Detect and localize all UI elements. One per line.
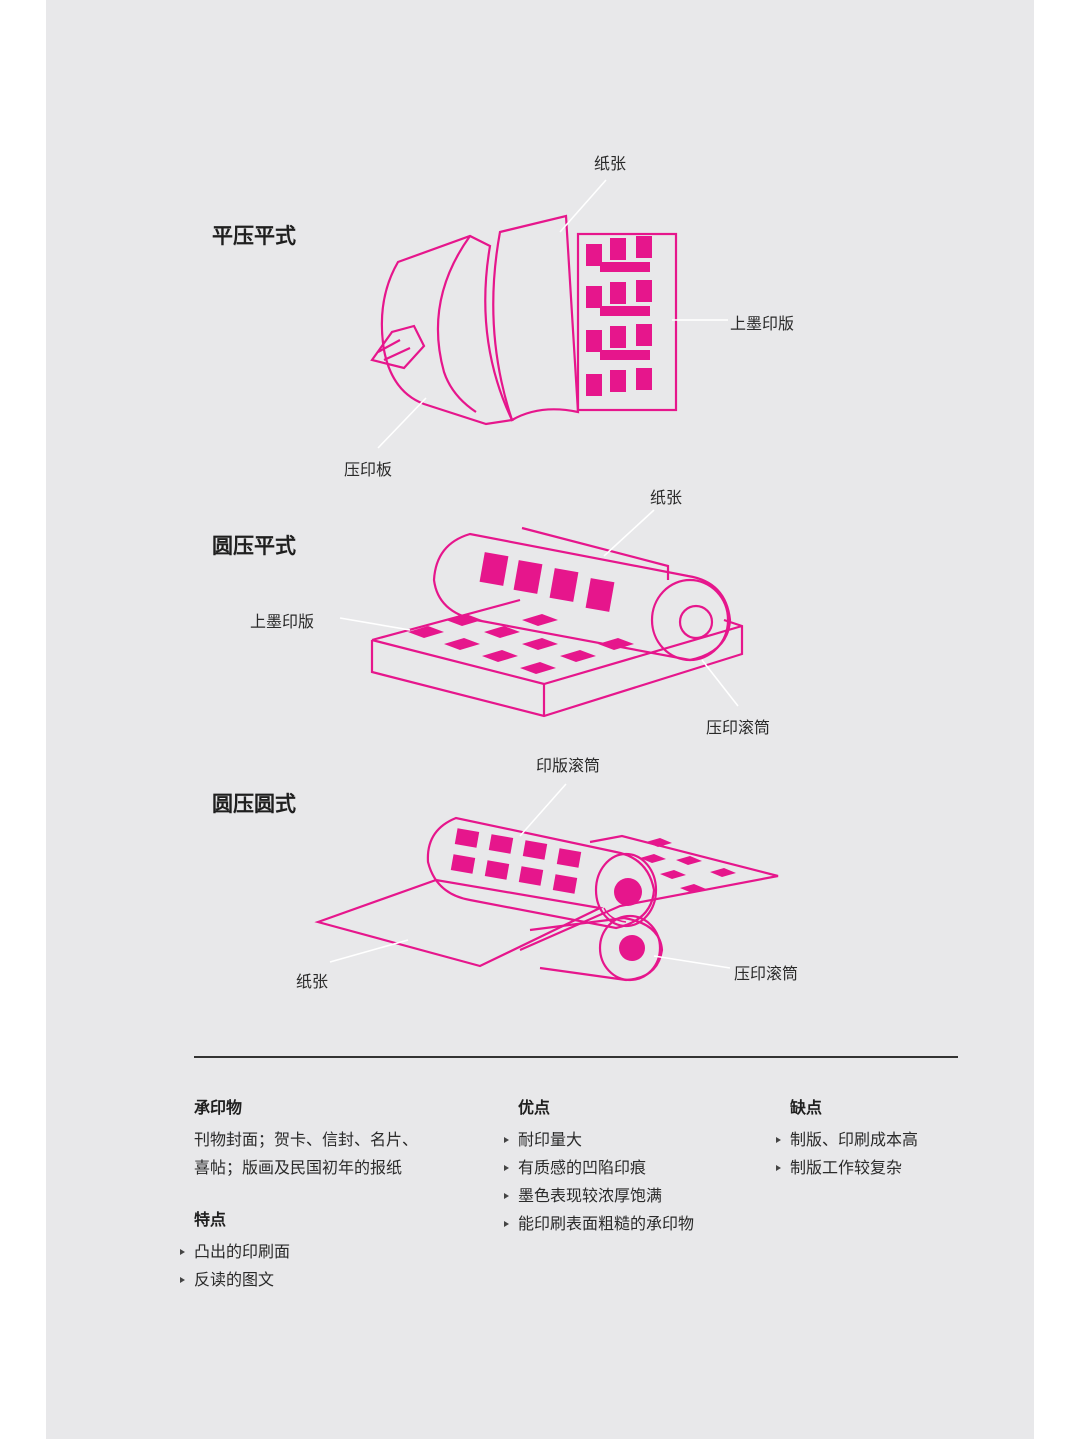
list-item: 耐印量大	[500, 1126, 694, 1154]
bullet-icon	[504, 1137, 509, 1143]
paper-sheet-2	[521, 526, 670, 580]
list-item: 有质感的凹陷印痕	[500, 1154, 694, 1182]
list-item: 墨色表现较浓厚饱满	[500, 1182, 694, 1210]
paper-sheet	[492, 214, 580, 422]
bullet-icon	[776, 1137, 781, 1143]
rotary-plate-pattern	[450, 828, 736, 894]
pros-block: 优点 耐印量大 有质感的凹陷印痕 墨色表现较浓厚饱满 能印刷表面粗糙的承印物	[504, 1094, 694, 1238]
bullet-icon	[180, 1277, 185, 1283]
bullet-icon	[504, 1165, 509, 1171]
flatbed-base	[370, 618, 744, 718]
bullet-icon	[504, 1193, 509, 1199]
label-inked-plate-1: 上墨印版	[730, 314, 795, 333]
cons-heading: 缺点	[790, 1098, 823, 1117]
bullet-icon	[504, 1221, 509, 1227]
bed-pattern	[408, 614, 634, 674]
pros-heading: 优点	[518, 1098, 551, 1117]
cylinder-end	[650, 578, 730, 662]
plate-cylinder-end	[594, 852, 658, 928]
platen-body	[380, 234, 514, 426]
rotary-press-diagram	[314, 816, 779, 982]
label-plate-cylinder: 印版滚筒	[536, 756, 601, 775]
paper-web-out	[519, 834, 779, 952]
bullet-icon	[776, 1165, 781, 1171]
cylinder-pattern	[479, 552, 615, 612]
platen-clip-icon	[370, 324, 426, 370]
label-paper-3: 纸张	[296, 972, 329, 991]
platen-press-diagram	[370, 214, 678, 426]
list-item: 反读的图文	[176, 1266, 290, 1294]
plate-pattern	[586, 236, 652, 396]
substrate-line-2: 喜帖；版画及民国初年的报纸	[194, 1158, 403, 1177]
features-heading: 特点	[194, 1210, 227, 1229]
impression-cylinder	[432, 532, 732, 662]
leader-lines-3	[329, 783, 731, 969]
label-paper-2: 纸张	[650, 488, 683, 507]
features-block: 特点 凸出的印刷面 反读的图文	[180, 1206, 290, 1294]
label-impression-cylinder-3: 压印滚筒	[734, 964, 799, 983]
label-platen: 压印板	[344, 460, 393, 479]
inked-plate	[576, 232, 678, 412]
leader-lines-2	[339, 509, 739, 707]
substrate-heading: 承印物	[194, 1098, 243, 1117]
platen-inner-curve	[436, 235, 477, 413]
substrate-line-1: 刊物封面；贺卡、信封、名片、	[194, 1130, 419, 1149]
title-platen-press: 平压平式	[212, 223, 296, 248]
label-paper-1: 纸张	[594, 154, 627, 173]
page-background	[46, 0, 1034, 1439]
list-item: 能印刷表面粗糙的承印物	[500, 1210, 694, 1238]
list-item: 凸出的印刷面	[176, 1238, 290, 1266]
list-item: 制版工作较复杂	[772, 1154, 918, 1182]
list-item: 制版、印刷成本高	[772, 1126, 918, 1154]
bullet-icon	[180, 1249, 185, 1255]
cylinder-flatbed-diagram	[370, 526, 744, 718]
label-impression-cylinder-2: 压印滚筒	[706, 718, 771, 737]
leader-lines-1	[377, 179, 728, 449]
cons-block: 缺点 制版、印刷成本高 制版工作较复杂	[776, 1094, 918, 1182]
title-cylinder-flatbed: 圆压平式	[212, 533, 296, 558]
label-inked-plate-2: 上墨印版	[250, 612, 315, 631]
substrate-block: 承印物 刊物封面；贺卡、信封、名片、 喜帖；版画及民国初年的报纸	[194, 1094, 418, 1182]
plate-cylinder	[426, 816, 656, 930]
divider	[194, 1056, 958, 1058]
title-rotary: 圆压圆式	[212, 791, 296, 816]
